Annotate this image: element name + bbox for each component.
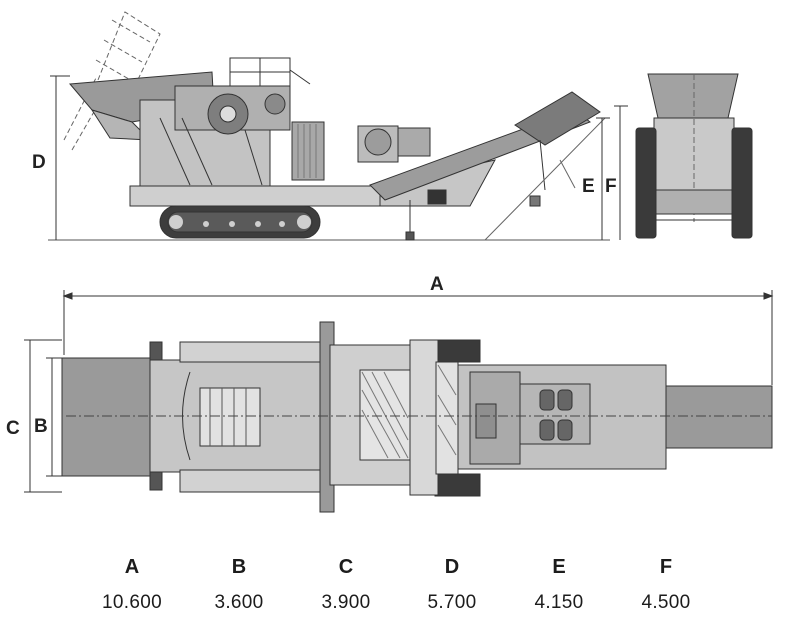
label-f: F: [605, 176, 617, 197]
label-d: D: [32, 152, 46, 173]
table-header-c: C: [338, 556, 354, 578]
top-discharge-belt: [665, 385, 773, 449]
dimension-a: [62, 290, 774, 385]
label-e: E: [582, 176, 595, 197]
table-value-d: 5.700: [427, 592, 477, 613]
label-a: A: [430, 274, 444, 295]
table-header-b: B: [231, 556, 247, 578]
chassis: [129, 185, 381, 207]
bracing: [159, 117, 263, 186]
table-header-e: E: [552, 556, 566, 578]
table-header-d: D: [444, 556, 460, 578]
dimension-b-c: [24, 339, 66, 493]
top-view: [24, 290, 774, 513]
top-track-upper: [149, 341, 163, 361]
label-b: B: [34, 416, 48, 437]
table-value-f: 4.500: [641, 592, 691, 613]
table-header-a: A: [124, 556, 140, 578]
label-c: C: [6, 418, 20, 439]
front-track-left: [635, 127, 657, 239]
dimension-e-f: [596, 105, 628, 240]
table-value-e: 4.150: [534, 592, 584, 613]
side-view: [48, 11, 628, 241]
table-value-b: 3.600: [214, 592, 264, 613]
top-track-right-upper: [434, 339, 481, 363]
table-header-f: F: [659, 556, 673, 578]
dimension-d: [50, 75, 70, 240]
discharge-range: [484, 117, 606, 241]
front-view: [635, 73, 753, 239]
front-track-right: [731, 127, 753, 239]
top-track-right-lower: [434, 473, 481, 497]
front-hopper: [647, 73, 739, 119]
top-hopper: [61, 357, 153, 477]
top-track-lower: [149, 471, 163, 491]
radiator: [291, 121, 325, 181]
table-value-a: 10.600: [102, 592, 162, 613]
table-value-c: 3.900: [321, 592, 371, 613]
